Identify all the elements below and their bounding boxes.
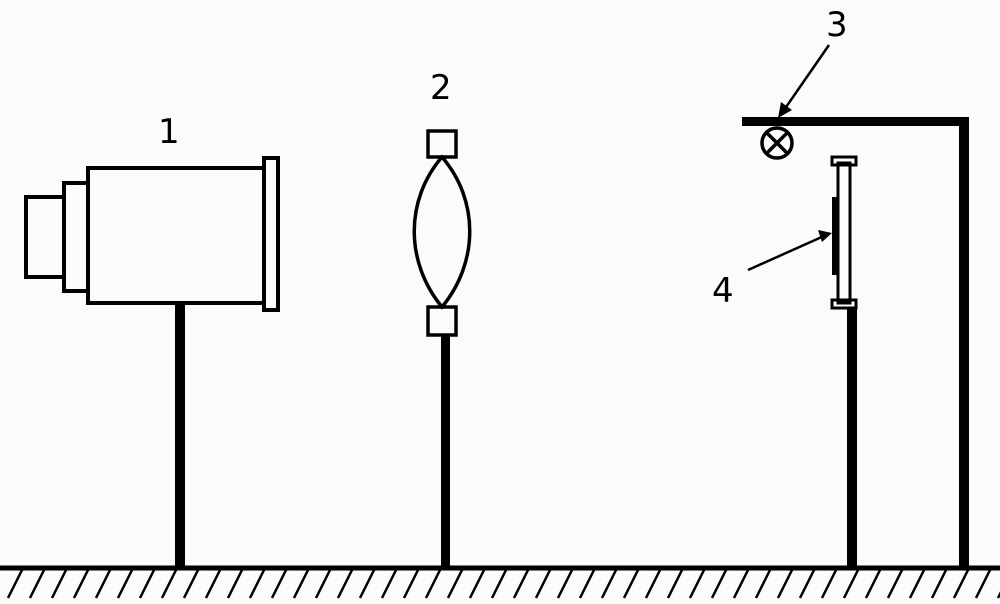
hatch-line <box>94 569 112 599</box>
holder-bottom-flange <box>830 298 858 310</box>
hatch-line <box>534 569 552 599</box>
holder-stand <box>847 308 857 568</box>
hatch-line <box>182 569 200 599</box>
hatch-line <box>50 569 68 599</box>
hatch-line <box>380 569 398 599</box>
photo-plate <box>832 197 837 275</box>
hatch-line <box>622 569 640 599</box>
hatch-line <box>116 569 134 599</box>
camera-stand <box>175 303 185 568</box>
hatch-line <box>160 569 178 599</box>
label-3-arrowhead <box>778 102 792 118</box>
hatch-line <box>336 569 354 599</box>
overhead-arm <box>742 117 966 126</box>
hatch-line <box>556 569 574 599</box>
holder-frame <box>836 161 852 305</box>
hatch-line <box>798 569 816 599</box>
lamp-symbol-circle <box>760 126 794 160</box>
hatch-line <box>490 569 508 599</box>
hatch-line <box>754 569 772 599</box>
hatch-line <box>248 569 266 599</box>
hatch-line <box>578 569 596 599</box>
lamp-symbol-cross-b <box>764 130 790 156</box>
hatch-line <box>974 569 992 599</box>
label-1: 1 <box>158 112 180 152</box>
holder-top-flange <box>830 155 858 167</box>
hatch-line <box>314 569 332 599</box>
hatch-line <box>842 569 860 599</box>
hatch-line <box>72 569 90 599</box>
lamp-post <box>959 117 969 568</box>
hatch-line <box>402 569 420 599</box>
camera-back-plate <box>262 156 280 312</box>
hatch-line <box>600 569 618 599</box>
hatch-line <box>710 569 728 599</box>
hatch-line <box>204 569 222 599</box>
hatch-line <box>468 569 486 599</box>
hatch-line <box>776 569 794 599</box>
camera-lens-barrel-small <box>24 195 66 279</box>
hatch-line <box>820 569 838 599</box>
hatch-line <box>930 569 948 599</box>
label-4: 4 <box>712 271 734 311</box>
hatch-line <box>732 569 750 599</box>
lens-top-clamp <box>426 129 458 159</box>
hatch-line <box>6 569 24 599</box>
hatch-line <box>292 569 310 599</box>
hatch-line <box>666 569 684 599</box>
hatch-line <box>512 569 530 599</box>
ground <box>0 565 1000 599</box>
hatch-line <box>952 569 970 599</box>
hatch-line <box>644 569 662 599</box>
hatch-line <box>138 569 156 599</box>
hatch-line <box>270 569 288 599</box>
hatch-line <box>886 569 904 599</box>
label-3-leader <box>782 44 831 111</box>
camera-lens-barrel-large <box>62 181 90 293</box>
label-3: 3 <box>826 5 848 45</box>
hatch-line <box>688 569 706 599</box>
hatch-line <box>864 569 882 599</box>
hatch-line <box>226 569 244 599</box>
label-4-arrowhead <box>818 230 832 242</box>
label-4-leader <box>747 234 825 272</box>
plate-holder-assembly: 4 <box>712 155 858 568</box>
biconvex-lens <box>412 154 472 310</box>
hatch-line <box>446 569 464 599</box>
lens-stand <box>441 335 450 568</box>
ground-hatching <box>6 569 1000 599</box>
lamp-assembly: 3 <box>742 5 969 568</box>
hatch-line <box>908 569 926 599</box>
label-2: 2 <box>430 68 452 108</box>
lens-bottom-clamp <box>426 305 458 337</box>
lens-assembly: 2 <box>412 68 472 568</box>
hatch-line <box>358 569 376 599</box>
camera-body <box>86 166 266 305</box>
hatch-line <box>424 569 442 599</box>
camera-assembly: 1 <box>24 112 280 568</box>
hatch-line <box>28 569 46 599</box>
